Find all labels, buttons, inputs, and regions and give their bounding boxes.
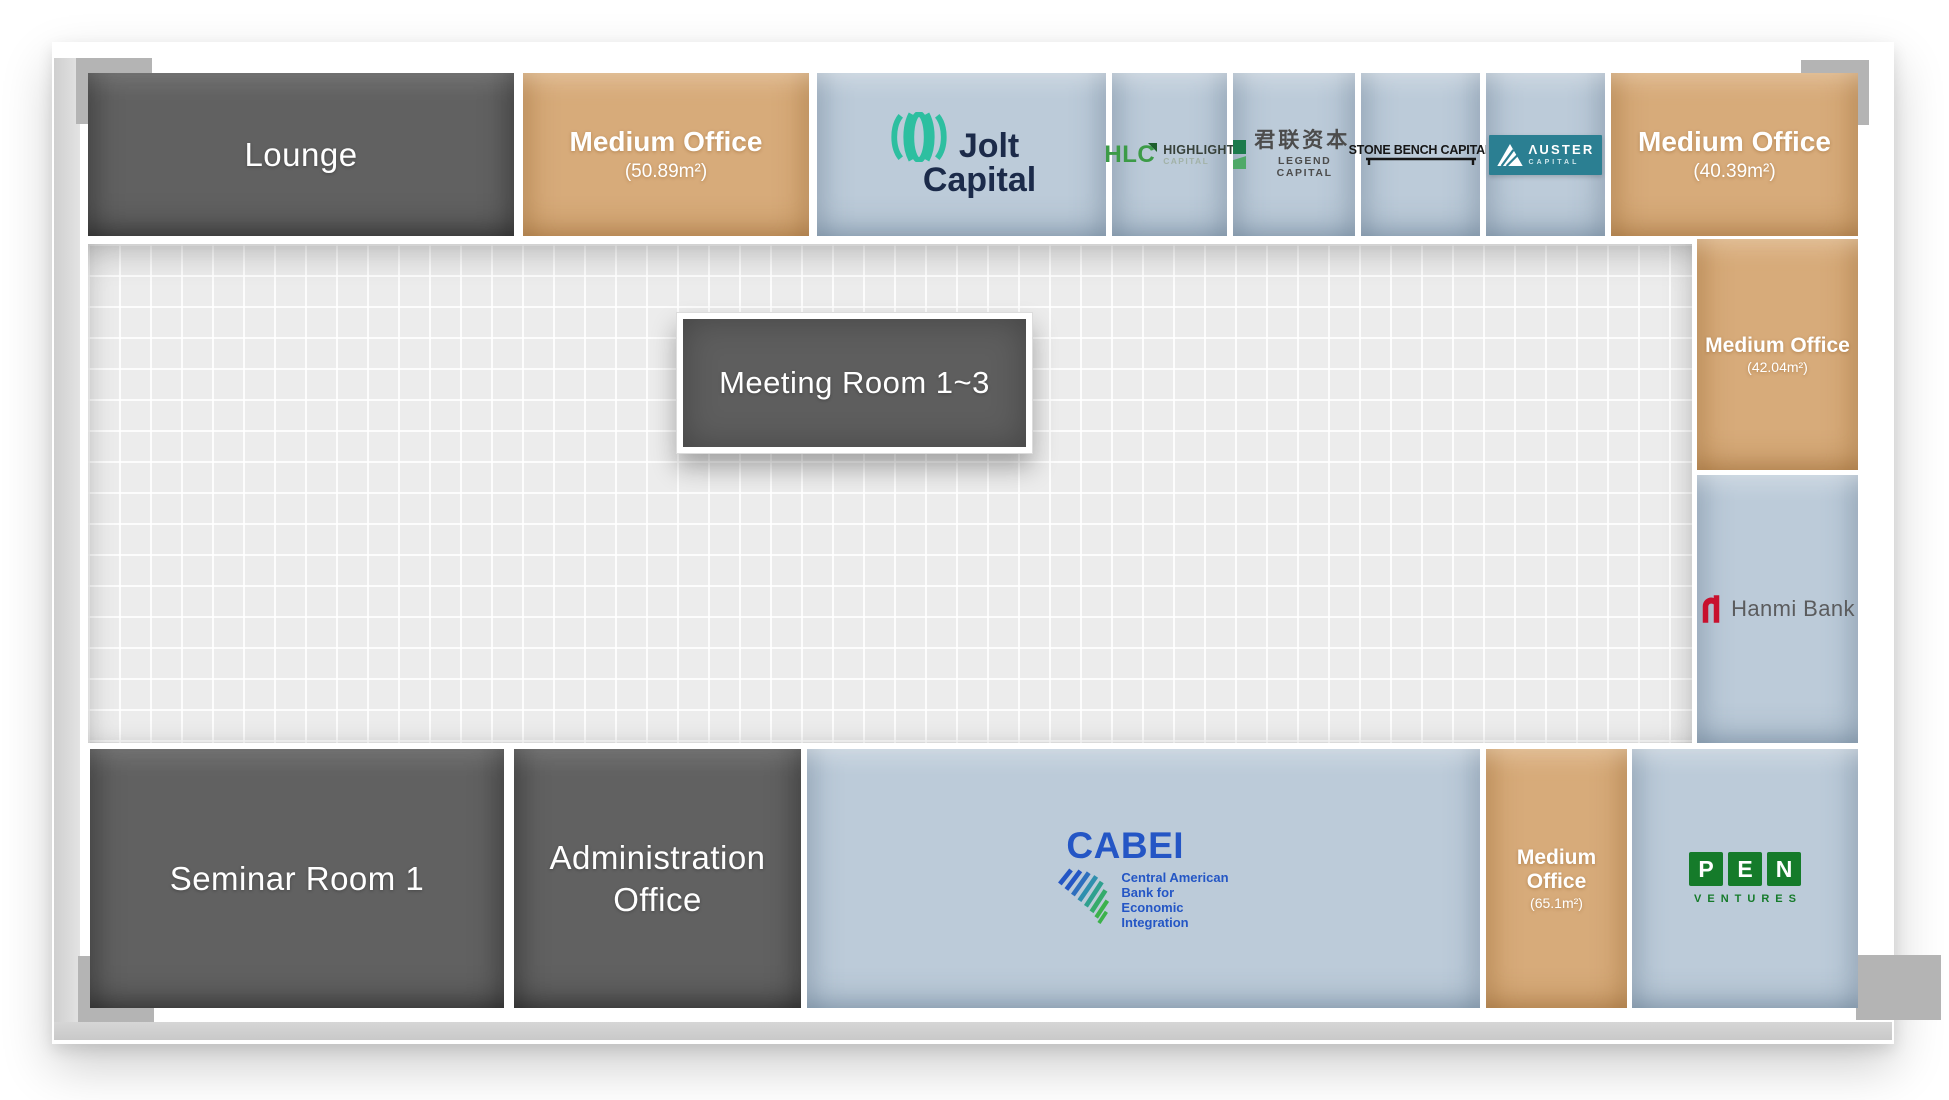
unit-medium-office-42-04[interactable]: Medium Office (42.04m²) <box>1697 239 1858 470</box>
auster-capital-logo: ΛUSTER CAPITAL <box>1489 134 1602 175</box>
pen-letter-square: P <box>1689 852 1723 886</box>
common-area-grid: Meeting Room 1~3 <box>88 244 1692 743</box>
pen-letter-square: E <box>1728 852 1762 886</box>
tenant-jolt-capital[interactable]: Jolt Capital <box>817 73 1106 236</box>
room-seminar-room-1[interactable]: Seminar Room 1 <box>90 749 504 1008</box>
unit-area: (42.04m²) <box>1747 359 1808 375</box>
unit-medium-office-65-1[interactable]: Medium Office (65.1m²) <box>1486 749 1627 1008</box>
unit-label: Medium Office <box>1705 334 1850 357</box>
tenant-highlight-capital[interactable]: HLC HIGHLIGHT CAPITAL <box>1104 73 1234 236</box>
jolt-capital-logo: Jolt Capital <box>887 112 1037 200</box>
hlc-sub: CAPITAL <box>1163 156 1210 166</box>
stone-bench-underline-icon <box>1365 157 1476 165</box>
hlc-wedge-icon <box>1148 142 1158 152</box>
stone-bench-logo: STONE BENCH CAPITAL <box>1349 143 1493 166</box>
hlc-name: HIGHLIGHT <box>1163 142 1235 157</box>
floor-plan-card: Lounge Medium Office (50.89m²) Jolt <box>52 42 1941 1044</box>
pen-letter-square: N <box>1767 852 1801 886</box>
cabei-desc-line: Economic <box>1121 900 1184 915</box>
room-meeting-rooms[interactable]: Meeting Room 1~3 <box>677 313 1032 453</box>
tenant-stone-bench-capital[interactable]: STONE BENCH CAPITAL <box>1349 73 1493 236</box>
cabei-desc-line: Integration <box>1121 915 1189 930</box>
unit-label: Medium Office <box>1516 846 1597 893</box>
tenant-pen-ventures[interactable]: P E N VENTURES <box>1632 749 1858 1008</box>
unit-label: Medium Office <box>569 126 763 157</box>
admin-office-label: Administration Office <box>549 839 766 918</box>
unit-area: (65.1m²) <box>1530 895 1583 911</box>
room-lounge-label: Lounge <box>244 135 358 173</box>
jolt-capital-mark-icon <box>891 112 947 163</box>
frame-bottom-band <box>54 1022 1892 1040</box>
hlc-abbr: HLC <box>1104 140 1156 168</box>
seminar-room-label: Seminar Room 1 <box>169 859 425 897</box>
hanmi-bank-name: Hanmi Bank <box>1731 596 1855 621</box>
hanmi-bank-logo: Hanmi Bank <box>1700 594 1855 624</box>
stone-bench-name: STONE BENCH CAPITAL <box>1348 143 1493 157</box>
legend-capital-mark-icon <box>1233 139 1247 169</box>
unit-label: Medium Office <box>1638 126 1831 157</box>
tenant-auster-capital[interactable]: ΛUSTER CAPITAL <box>1486 73 1605 236</box>
cabei-abbr: CABEI <box>1066 825 1185 866</box>
room-administration-office[interactable]: Administration Office <box>514 749 801 1008</box>
auster-name: ΛUSTER <box>1528 142 1595 157</box>
cabei-fan-icon <box>1058 868 1110 924</box>
cabei-desc-line: Bank for <box>1121 885 1175 900</box>
highlight-capital-logo: HLC HIGHLIGHT CAPITAL <box>1104 140 1235 168</box>
room-lounge[interactable]: Lounge <box>88 73 514 236</box>
unit-medium-office-50-89[interactable]: Medium Office (50.89m²) <box>523 73 809 236</box>
frame-corner-bottom-right <box>1856 955 1941 1020</box>
tenant-legend-capital[interactable]: 君联资本 LEGEND CAPITAL <box>1233 73 1355 236</box>
tenant-hanmi-bank[interactable]: Hanmi Bank <box>1697 475 1858 743</box>
legend-capital-logo: 君联资本 LEGEND CAPITAL <box>1233 129 1355 179</box>
frame-left-band <box>54 58 80 1024</box>
auster-mountain-icon <box>1496 143 1523 166</box>
jolt-capital-name2: Capital <box>922 161 1037 200</box>
unit-medium-office-40-39[interactable]: Medium Office (40.39m²) <box>1611 73 1858 236</box>
legend-capital-en: LEGEND CAPITAL <box>1276 154 1333 179</box>
tenant-cabei[interactable]: CABEI Central American Bank fo <box>807 749 1480 1008</box>
unit-area: (50.89m²) <box>624 161 708 182</box>
unit-area: (40.39m²) <box>1693 161 1776 182</box>
auster-sub: CAPITAL <box>1528 159 1580 166</box>
pen-ventures-sub: VENTURES <box>1694 893 1802 905</box>
cabei-desc-line: Central American <box>1121 870 1229 885</box>
pen-ventures-logo: P E N VENTURES <box>1687 852 1804 905</box>
jolt-capital-name: Jolt <box>958 127 1020 166</box>
hanmi-bank-mark-icon <box>1702 595 1720 623</box>
cabei-logo: CABEI Central American Bank fo <box>1058 825 1229 930</box>
meeting-room-label: Meeting Room 1~3 <box>719 365 990 400</box>
legend-capital-cn: 君联资本 <box>1254 129 1351 153</box>
